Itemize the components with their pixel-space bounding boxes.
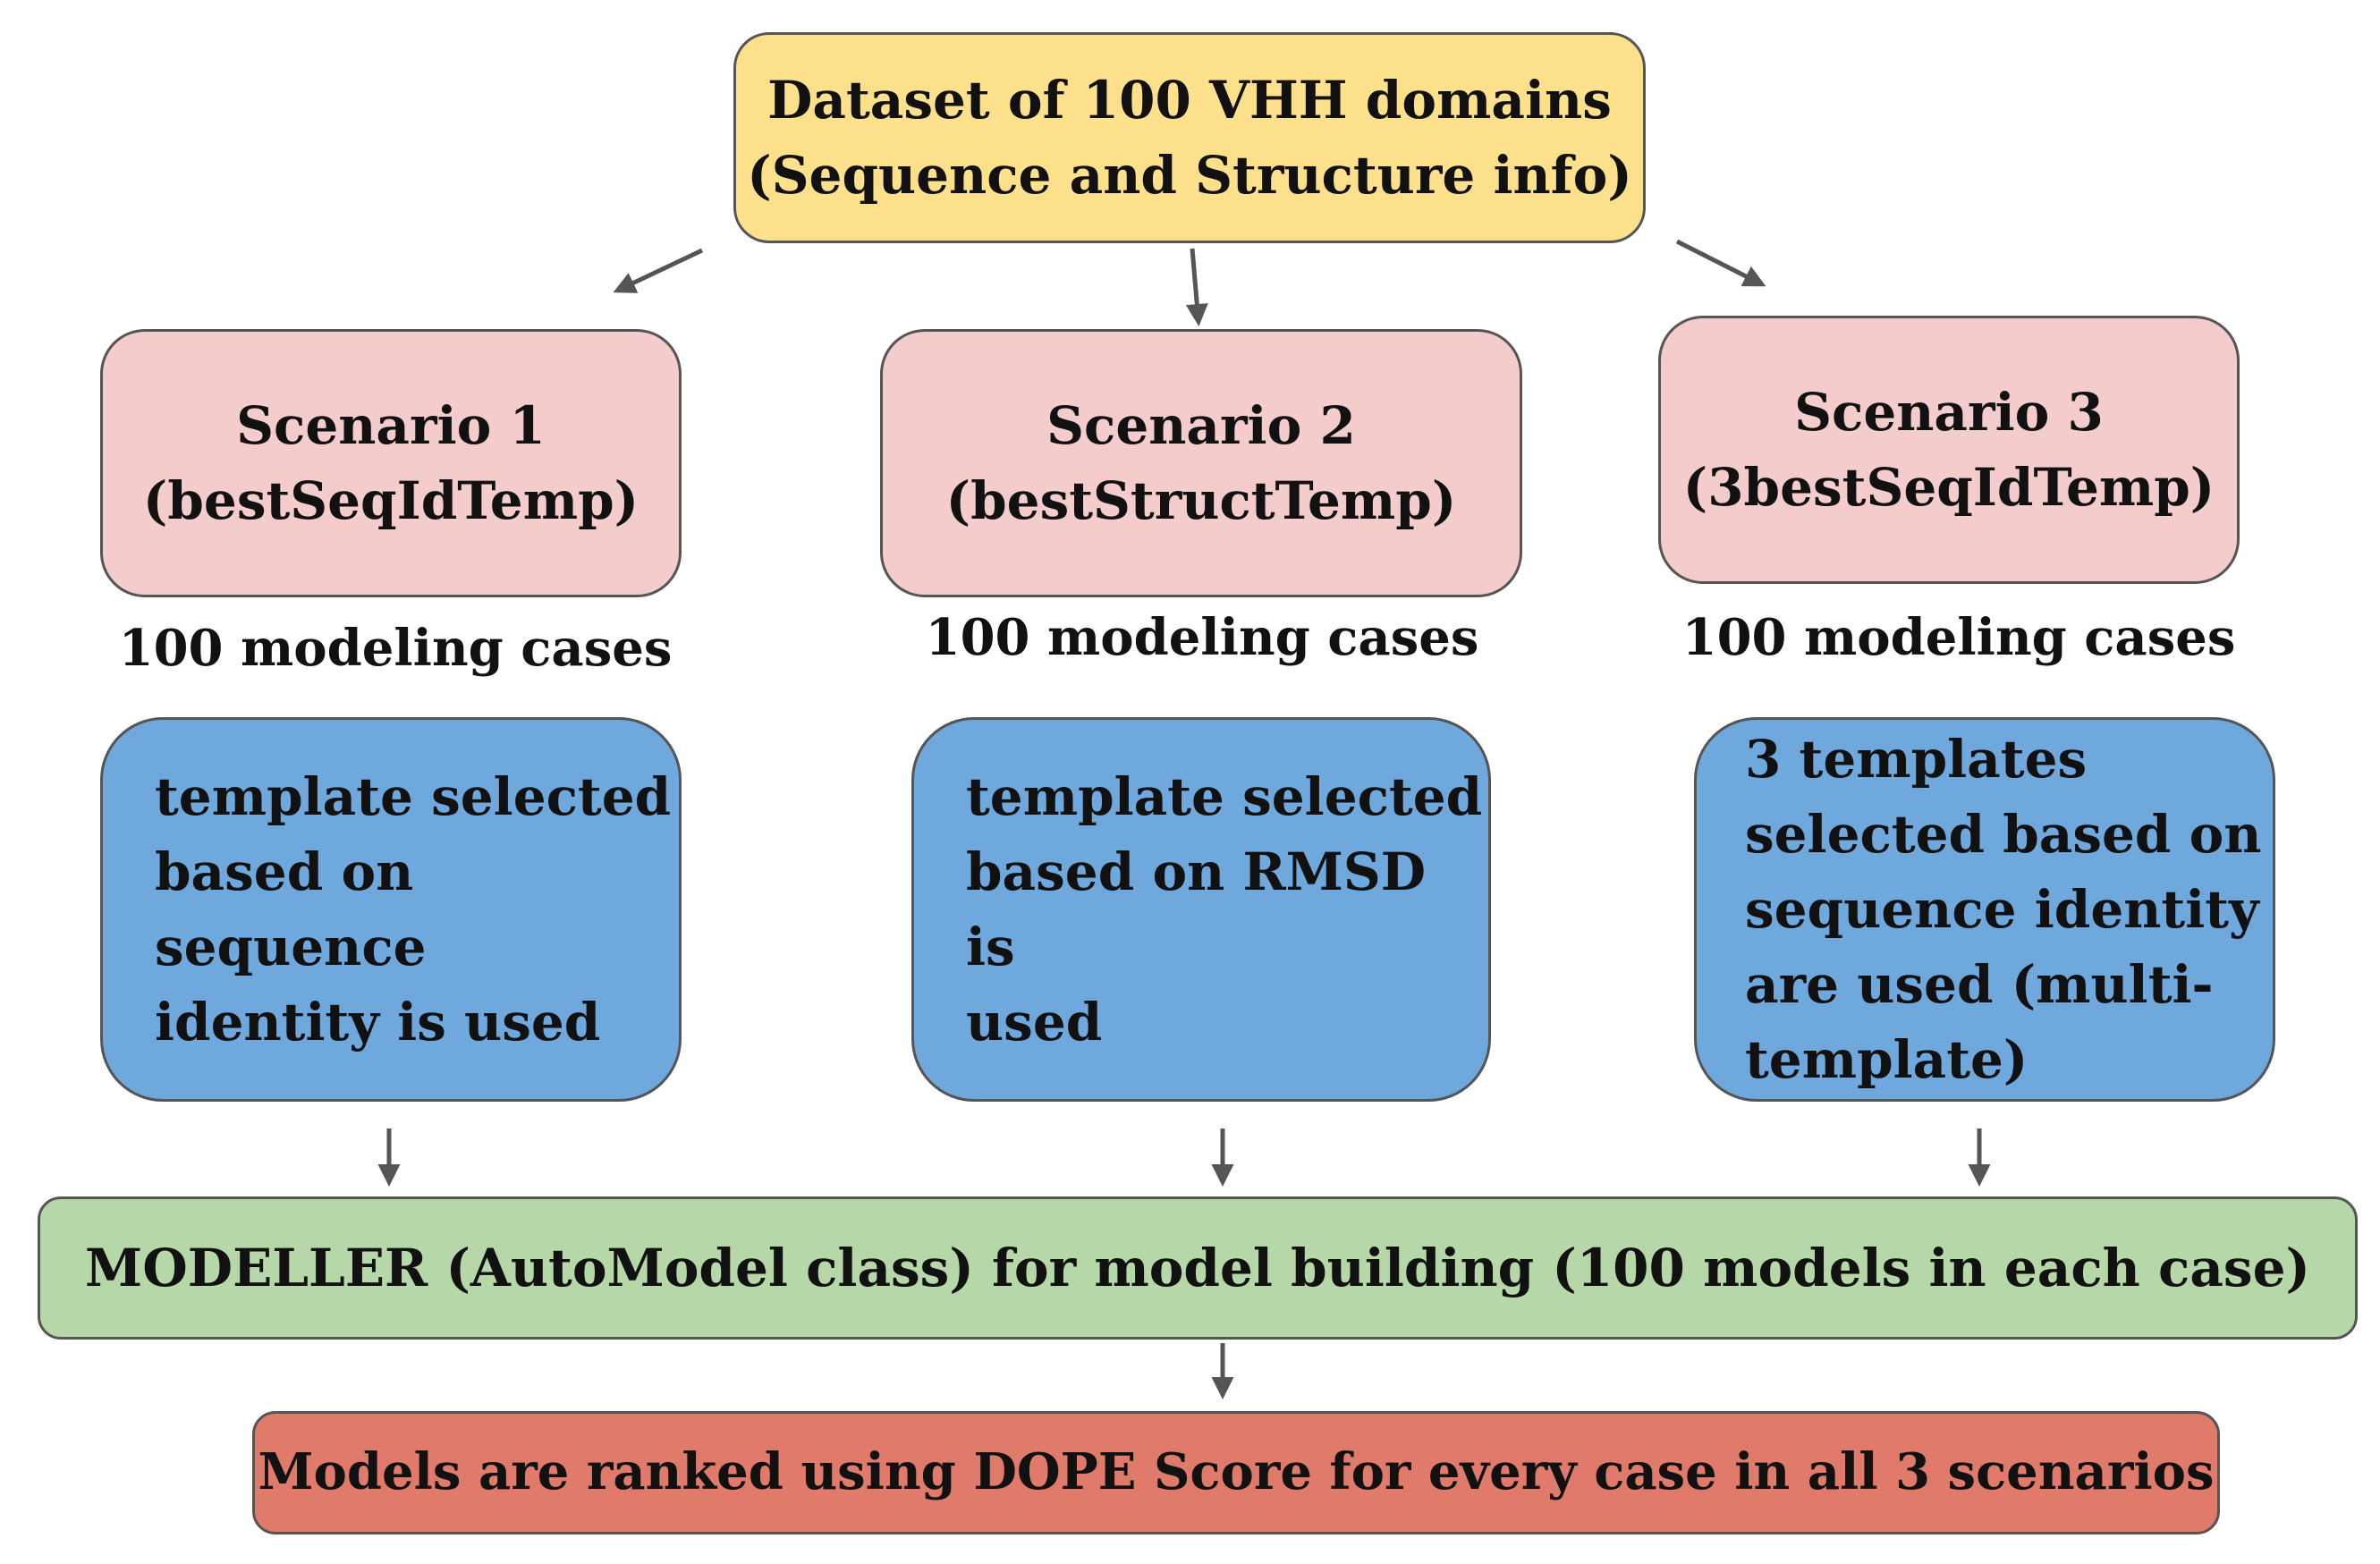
modeller-text: MODELLER (AutoModel class) for model bui… <box>85 1237 2310 1298</box>
scenario-3-method-text: 3 templates selected based on sequence i… <box>1745 728 2262 1091</box>
scenario-2-method-box: template selected based on RMSD is used <box>911 717 1491 1102</box>
scenario-3-box: Scenario 3 (3bestSeqIdTemp) <box>1658 316 2240 584</box>
scenario-1-cases-label: 100 modeling cases <box>118 619 673 678</box>
scenario-3-title: Scenario 3 <box>1794 381 2104 443</box>
scenario-3-subtitle: (3bestSeqIdTemp) <box>1682 457 2215 518</box>
scenario-2-box: Scenario 2 (bestStructTemp) <box>880 329 1522 597</box>
arrow-dataset-to-scenario-2 <box>1185 248 1208 326</box>
arrow-dataset-to-scenario-3 <box>1675 239 1766 287</box>
scenario-3-cases-label: 100 modeling cases <box>1681 608 2236 667</box>
dataset-box: Dataset of 100 VHH domains (Sequence and… <box>733 32 1646 243</box>
scenario-1-title: Scenario 1 <box>236 394 546 456</box>
scenario-1-method-box: template selected based on sequence iden… <box>100 717 682 1102</box>
scenario-2-method-text: template selected based on RMSD is used <box>966 765 1483 1053</box>
scenario-2-title: Scenario 2 <box>1046 394 1356 456</box>
scenario-1-box: Scenario 1 (bestSeqIdTemp) <box>100 329 682 597</box>
modeller-box: MODELLER (AutoModel class) for model bui… <box>38 1196 2358 1340</box>
scenario-2-subtitle: (bestStructTemp) <box>945 470 1457 531</box>
ranking-box: Models are ranked using DOPE Score for e… <box>252 1411 2220 1534</box>
dataset-title: Dataset of 100 VHH domains <box>767 69 1612 131</box>
scenario-1-subtitle: (bestSeqIdTemp) <box>142 470 639 531</box>
dataset-subtitle: (Sequence and Structure info) <box>747 145 1632 206</box>
scenario-3-method-box: 3 templates selected based on sequence i… <box>1694 717 2275 1102</box>
arrow-dataset-to-scenario-1 <box>613 248 704 293</box>
scenario-1-method-text: template selected based on sequence iden… <box>155 765 672 1053</box>
scenario-2-cases-label: 100 modeling cases <box>925 608 1479 667</box>
ranking-text: Models are ranked using DOPE Score for e… <box>258 1442 2215 1502</box>
